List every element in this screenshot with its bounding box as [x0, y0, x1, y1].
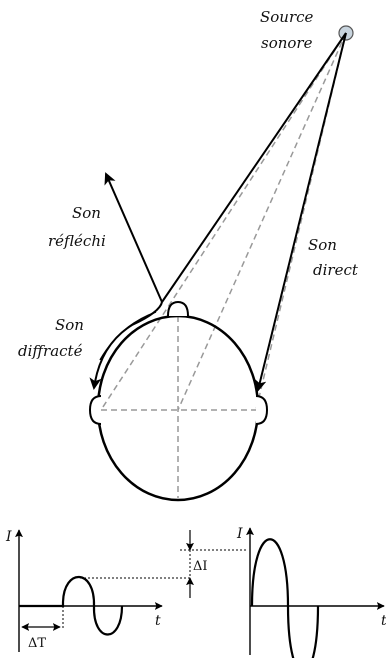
diffracted-label-line2: diffracté [18, 342, 83, 360]
direct-label-line1: Son [308, 236, 337, 254]
left-graph-x-label: t [155, 613, 161, 629]
reflected-ray-arrow [104, 172, 163, 303]
left-graph-delta-i-label: ΔI [193, 559, 208, 574]
source-label-line2: sonore [261, 34, 313, 52]
diffracted-ray-inner [99, 311, 157, 361]
nose-icon [167, 300, 189, 317]
right-graph-y-label: I [236, 526, 243, 542]
geometry-dashed-lines [100, 32, 347, 498]
left-graph-waveform [19, 575, 124, 636]
right-graph-waveform [250, 538, 320, 663]
direct-label-line2: direct [313, 261, 359, 279]
reflected-label-line1: Son [72, 204, 101, 222]
right-ear-icon [255, 395, 269, 425]
left-graph-delta-t-label: ΔT [28, 636, 46, 651]
right-graph-x-label: t [381, 613, 386, 629]
incident-ray [161, 32, 347, 303]
right-ear-intensity-graph: I t [236, 526, 386, 663]
left-ear-icon [88, 395, 102, 425]
direct-ray-arrow [254, 32, 347, 392]
diffracted-label-line1: Son [55, 316, 84, 334]
left-ear-intensity-graph: I t ΔT ΔI [5, 529, 246, 652]
left-graph-y-label: I [5, 529, 12, 545]
source-label-line1: Source [260, 8, 314, 26]
reflected-label-line2: réfléchi [48, 232, 106, 250]
